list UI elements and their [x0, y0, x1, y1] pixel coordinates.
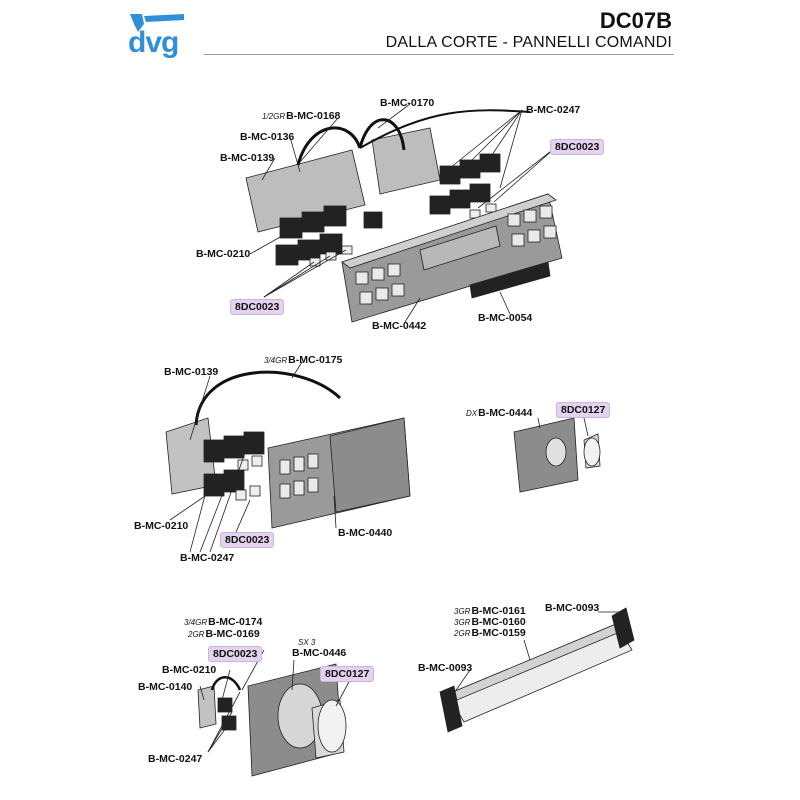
logo-text: dvg — [128, 26, 179, 59]
label-b-mc-0140: B-MC-0140 — [138, 681, 193, 693]
label-b-mc-0139-s2: B-MC-0139 — [164, 366, 219, 378]
relay-block — [439, 165, 461, 185]
base-strip-0054 — [469, 261, 551, 299]
cable-0175 — [194, 370, 342, 426]
label-b-mc-0247: B-MC-0247 — [526, 104, 581, 116]
label-b-mc-0160: 3GRB-MC-0160 — [454, 616, 526, 628]
cable-0170 — [358, 118, 406, 151]
relay-block — [319, 233, 343, 255]
relay-block — [449, 189, 471, 209]
tag-8dc0023-left: 8DC0023 — [230, 299, 285, 315]
label-b-mc-0440: B-MC-0440 — [338, 527, 393, 539]
label-b-mc-0054: B-MC-0054 — [478, 312, 533, 324]
header-divider — [204, 54, 674, 55]
label-b-mc-0136: B-MC-0136 — [240, 131, 295, 143]
document-subtitle: DALLA CORTE - PANNELLI COMANDI — [385, 34, 672, 51]
label-b-mc-0247-s2: B-MC-0247 — [180, 552, 235, 564]
cable-0168 — [296, 126, 362, 166]
label-b-mc-0174: 3/4GRB-MC-0174 — [184, 616, 263, 628]
label-b-mc-0159: 2GRB-MC-0159 — [454, 627, 526, 639]
relay-block — [279, 217, 303, 239]
tag-8dc0023-s2: 8DC0023 — [220, 532, 275, 548]
label-b-mc-0442: B-MC-0442 — [372, 320, 427, 332]
tag-8dc0023-s4: 8DC0023 — [208, 646, 263, 662]
label-b-mc-0093-left: B-MC-0093 — [418, 662, 473, 674]
relay-block — [275, 244, 299, 266]
label-b-mc-0446: B-MC-0446 — [292, 647, 347, 659]
relay-block — [429, 195, 451, 215]
label-b-mc-0093-top: B-MC-0093 — [545, 602, 600, 614]
tag-8dc0127-s3: 8DC0127 — [556, 402, 611, 418]
relay-block — [323, 205, 347, 227]
relay-block — [459, 159, 481, 179]
relay-block — [203, 439, 225, 463]
relay-block — [363, 211, 383, 229]
relay-block — [217, 697, 233, 713]
pcb-board-section4 — [197, 685, 217, 729]
relay-block — [297, 239, 321, 261]
tag-8dc0023-top: 8DC0023 — [550, 139, 605, 155]
label-b-mc-0175: 3/4GRB-MC-0175 — [264, 354, 343, 366]
dvg-logo-icon — [130, 14, 184, 32]
label-b-mc-0444: DXB-MC-0444 — [466, 407, 533, 419]
label-b-mc-0139: B-MC-0139 — [220, 152, 275, 164]
label-b-mc-0168: 1/2GRB-MC-0168 — [262, 110, 341, 122]
note-sx3: SX 3 — [298, 638, 316, 647]
end-cap-0093-left — [439, 685, 463, 733]
label-b-mc-0161: 3GRB-MC-0161 — [454, 605, 526, 617]
relay-block — [469, 183, 491, 203]
tag-8dc0127-s4: 8DC0127 — [320, 666, 375, 682]
end-cap-0093-right — [611, 607, 635, 649]
relay-block — [301, 211, 325, 233]
label-b-mc-0210: B-MC-0210 — [196, 248, 251, 260]
label-b-mc-0169: 2GRB-MC-0169 — [188, 628, 260, 640]
relay-block — [479, 153, 501, 173]
label-b-mc-0247-s4: B-MC-0247 — [148, 753, 203, 765]
pcb-board-right — [371, 127, 441, 195]
cable-0170-tail — [359, 109, 531, 149]
relay-block — [203, 473, 225, 497]
label-b-mc-0170: B-MC-0170 — [380, 97, 435, 109]
label-b-mc-0210-s2: B-MC-0210 — [134, 520, 189, 532]
relay-block — [243, 431, 265, 455]
document-code: DC07B — [599, 8, 672, 33]
relay-block — [223, 469, 245, 493]
label-b-mc-0210-s4: B-MC-0210 — [162, 664, 217, 676]
relay-block — [223, 435, 245, 459]
relay-block — [221, 715, 237, 731]
cable-0174 — [210, 676, 242, 691]
